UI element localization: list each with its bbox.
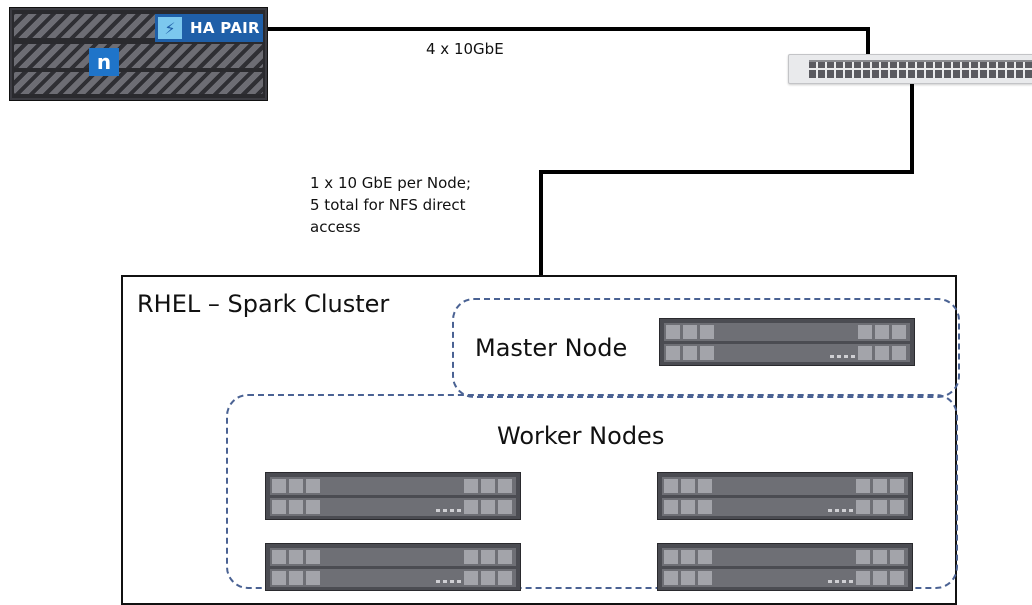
cluster-title: RHEL – Spark Cluster — [137, 290, 390, 318]
worker-server — [657, 543, 913, 591]
network-switch — [788, 54, 1032, 84]
netapp-logo-icon: n — [89, 48, 119, 76]
link-label-line: access — [310, 218, 361, 236]
worker-server — [657, 472, 913, 520]
link-label-cluster: 1 x 10 GbE per Node; 5 total for NFS dir… — [310, 172, 550, 238]
network-links — [266, 27, 914, 276]
worker-nodes-group — [226, 394, 958, 589]
link-label-line: 5 total for NFS direct — [310, 196, 466, 214]
master-node-label: Master Node — [475, 334, 628, 362]
link-label-line: 1 x 10 GbE per Node; — [310, 174, 472, 192]
ha-pair-badge: ⚡ HA PAIR — [155, 14, 263, 42]
switch-ports — [809, 60, 1032, 78]
ha-pair-label: HA PAIR — [190, 19, 260, 37]
worker-nodes-label: Worker Nodes — [497, 422, 665, 450]
link-label-storage: 4 x 10GbE — [426, 40, 504, 58]
storage-ha-pair: ⚡ HA PAIR n — [9, 7, 268, 101]
worker-server — [265, 472, 521, 520]
lightning-bolt-icon: ⚡ — [158, 17, 182, 39]
master-server — [659, 318, 915, 366]
link-storage-to-switch — [266, 27, 870, 54]
link-switch-to-cluster — [539, 82, 914, 276]
worker-server — [265, 543, 521, 591]
master-node-group — [452, 298, 960, 398]
